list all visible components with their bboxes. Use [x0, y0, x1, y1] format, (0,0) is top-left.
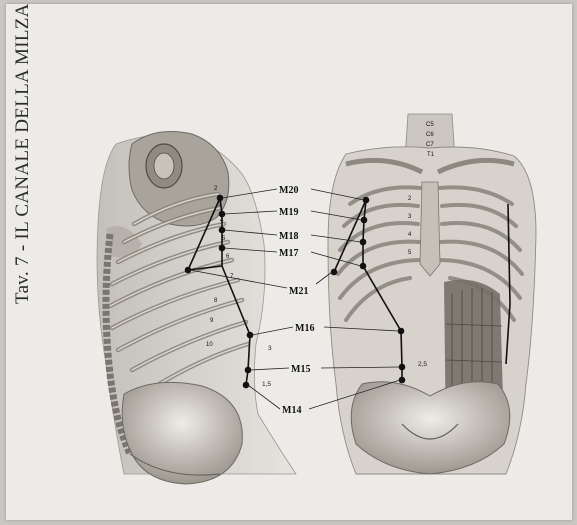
label-m16: M16 — [295, 323, 314, 334]
vertebra-label: T1 — [427, 152, 435, 158]
anatomy-plate: 2 3 4 5 6 7 8 9 10 3 1,5 — [6, 4, 572, 520]
side-view-figure: 2 3 4 5 6 7 8 9 10 3 1,5 — [97, 132, 296, 484]
vertebra-label: C5 — [426, 122, 434, 128]
label-m14: M14 — [282, 405, 301, 416]
label-m19: M19 — [279, 207, 298, 218]
side-rib-number: 10 — [206, 342, 213, 348]
vertebra-label: C7 — [426, 142, 434, 148]
cun-distance-upper: 3 — [268, 345, 272, 352]
label-m18: M18 — [279, 231, 298, 242]
book-page: Tav. 7 - IL CANALE DELLA MILZA — [6, 4, 572, 520]
label-m21: M21 — [289, 286, 308, 297]
label-m20: M20 — [279, 185, 298, 196]
front-view-figure: C5 C6 C7 T1 2 3 4 5 2,5 — [328, 114, 536, 474]
cun-distance-lower: 1,5 — [262, 381, 271, 388]
cun-distance-front: 2,5 — [418, 361, 427, 368]
label-m15: M15 — [291, 364, 310, 375]
vertebra-label: C6 — [426, 132, 434, 138]
label-m17: M17 — [279, 248, 298, 259]
